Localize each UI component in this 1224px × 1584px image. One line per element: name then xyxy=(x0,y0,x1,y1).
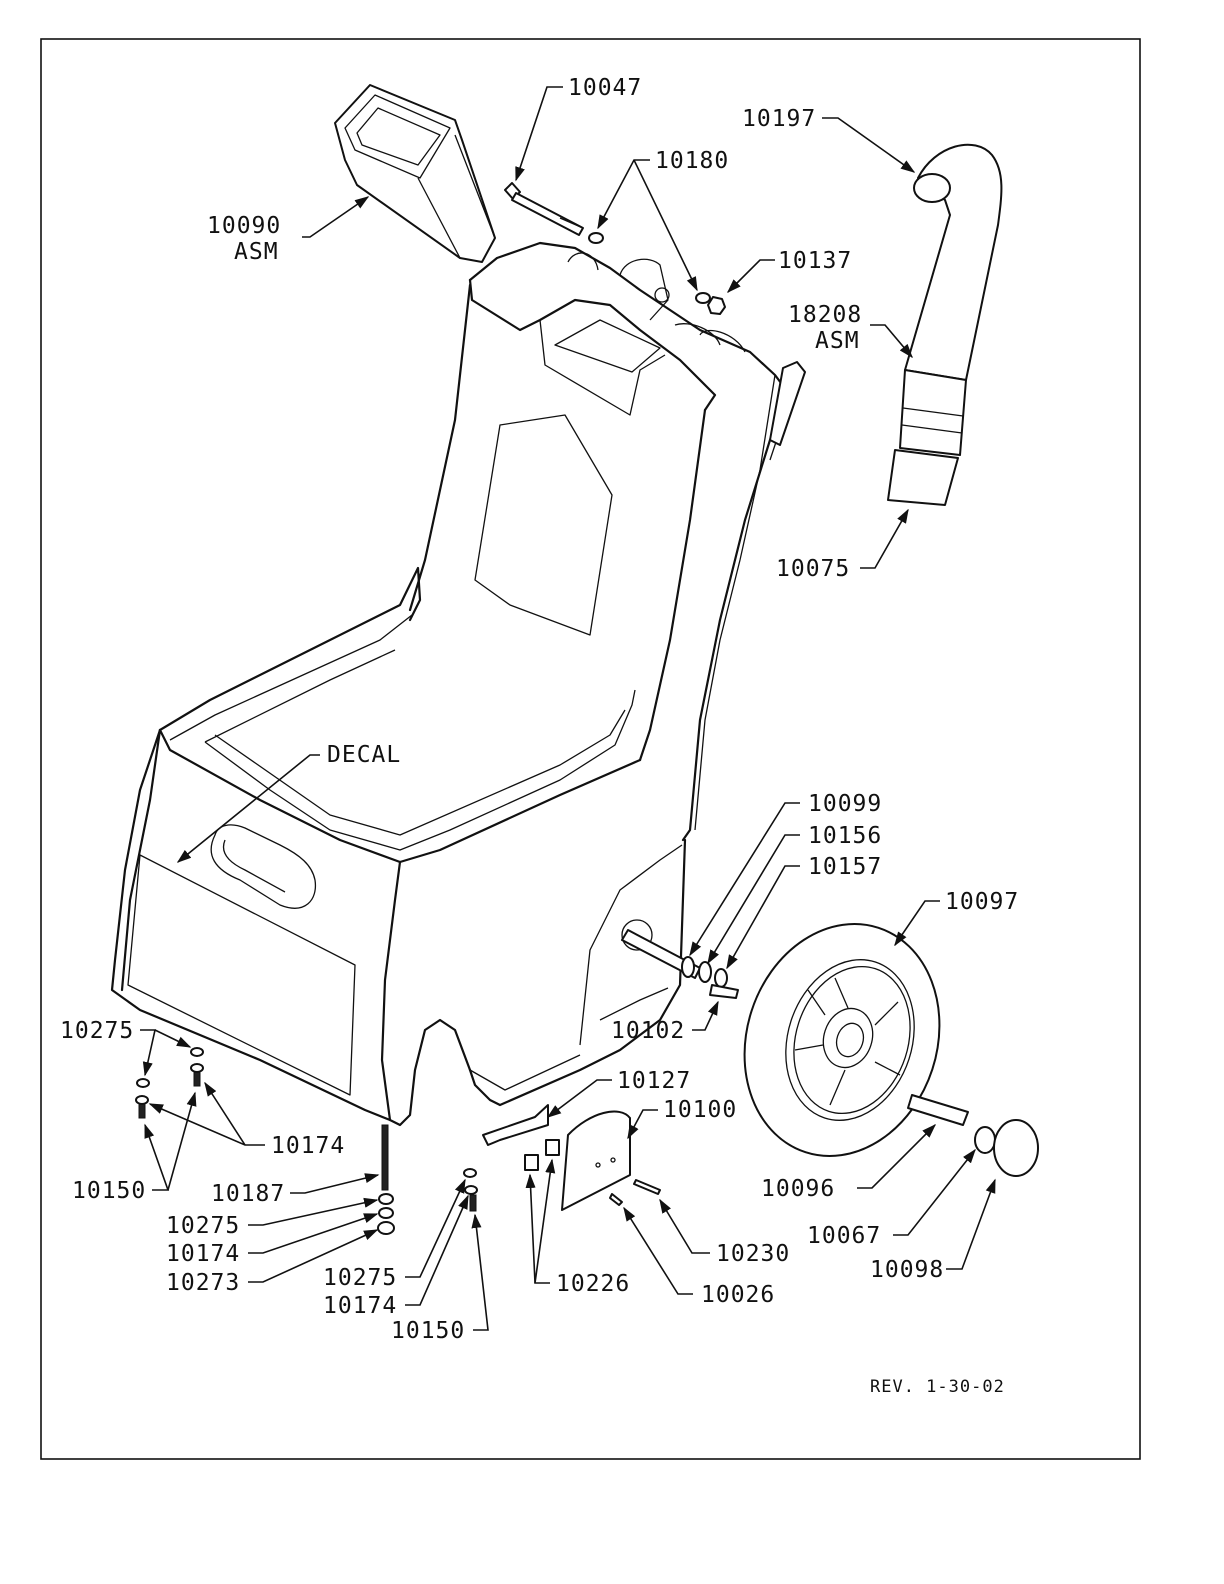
revision-note: REV. 1-30-02 xyxy=(870,1377,1005,1397)
label-10090-asm: ASM xyxy=(234,239,279,265)
label-10137: 10137 xyxy=(778,248,852,274)
label-10075: 10075 xyxy=(776,556,850,582)
washer-10174-mid xyxy=(379,1208,393,1218)
washer-10275-bottom xyxy=(464,1169,476,1177)
label-10090: 10090 xyxy=(207,213,281,239)
label-10157: 10157 xyxy=(808,854,882,880)
hubcap-10098 xyxy=(994,1120,1038,1176)
screw-10150-bottom xyxy=(470,1195,476,1211)
screw-10230 xyxy=(634,1180,660,1194)
label-10067: 10067 xyxy=(807,1223,881,1249)
label-10150-left: 10150 xyxy=(72,1178,146,1204)
label-10174-left: 10174 xyxy=(271,1133,345,1159)
label-10097: 10097 xyxy=(945,889,1019,915)
label-10150-bottom: 10150 xyxy=(391,1318,465,1344)
label-decal: DECAL xyxy=(327,742,401,768)
wheel-10097 xyxy=(715,898,969,1181)
label-10174-bottom: 10174 xyxy=(323,1293,397,1319)
label-10127: 10127 xyxy=(617,1068,691,1094)
label-10026: 10026 xyxy=(701,1282,775,1308)
label-10275-mid: 10275 xyxy=(166,1213,240,1239)
washer-10275-mid xyxy=(379,1194,393,1204)
label-10174-mid: 10174 xyxy=(166,1241,240,1267)
label-10102: 10102 xyxy=(611,1018,685,1044)
washer-10180-a xyxy=(589,233,603,243)
washer-10174-bottom xyxy=(465,1186,477,1194)
clip-10226-b xyxy=(546,1140,559,1155)
label-10226: 10226 xyxy=(556,1271,630,1297)
bracket-10127 xyxy=(483,1105,548,1145)
cap-nut-10067 xyxy=(975,1127,995,1153)
label-10197: 10197 xyxy=(742,106,816,132)
label-10047: 10047 xyxy=(568,75,642,101)
label-10273: 10273 xyxy=(166,1270,240,1296)
label-10096: 10096 xyxy=(761,1176,835,1202)
plate-10100 xyxy=(562,1112,630,1210)
label-10099: 10099 xyxy=(808,791,882,817)
label-18208-asm: ASM xyxy=(815,328,860,354)
hardware-left xyxy=(136,1048,203,1118)
rod-10187 xyxy=(382,1125,388,1190)
axle-10099 xyxy=(622,930,738,998)
bolt-10047 xyxy=(505,183,583,235)
label-10098: 10098 xyxy=(870,1257,944,1283)
part-labels: 10047 10180 10197 10090 ASM 10137 18208 … xyxy=(60,75,1019,1397)
label-10275-left: 10275 xyxy=(60,1018,134,1044)
label-18208: 18208 xyxy=(788,302,862,328)
hopper-part-10090 xyxy=(335,85,495,262)
nut-10273 xyxy=(378,1222,394,1234)
clip-10226-a xyxy=(525,1155,538,1170)
label-10187: 10187 xyxy=(211,1181,285,1207)
nut-10137 xyxy=(708,297,725,314)
label-10156: 10156 xyxy=(808,823,882,849)
label-10180: 10180 xyxy=(655,148,729,174)
axle-10096 xyxy=(908,1095,968,1125)
label-10100: 10100 xyxy=(663,1097,737,1123)
washer-10180-b xyxy=(696,293,710,303)
hose-assembly-18208 xyxy=(888,145,1001,505)
machine-body xyxy=(112,243,805,1125)
label-10230: 10230 xyxy=(716,1241,790,1267)
label-10275-bottom: 10275 xyxy=(323,1265,397,1291)
screw-10026 xyxy=(610,1194,622,1205)
